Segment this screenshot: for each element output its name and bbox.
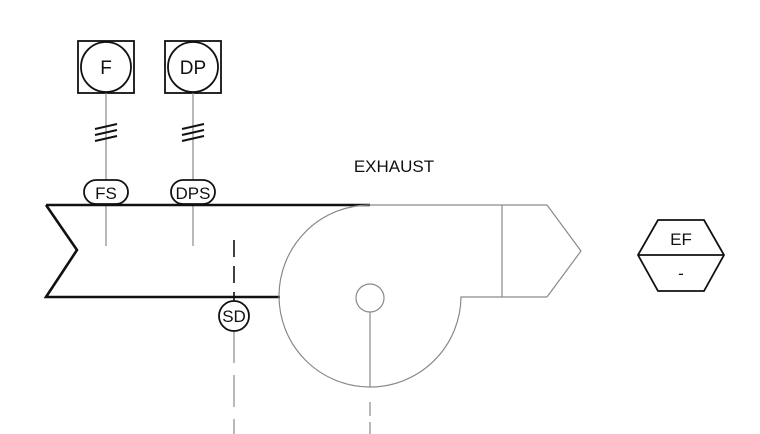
- smoke-damper[interactable]: SD: [218, 300, 250, 332]
- damper-position-switch-bubble: [170, 179, 216, 205]
- exhaust-title: EXHAUST: [354, 157, 434, 176]
- fan-status-panel-label: F: [100, 58, 112, 79]
- fan-switch[interactable]: FS: [83, 179, 129, 205]
- fan-status-panel-circle: [80, 41, 132, 93]
- fan-wiring-hash-icon: [94, 123, 118, 142]
- equipment-tag-name: EF: [670, 230, 692, 249]
- damper-wiring-hash-icon: [181, 123, 205, 142]
- smoke-damper-label: SD: [222, 307, 246, 326]
- discharge-arrow-icon: [546, 204, 582, 298]
- fan-status-panel[interactable]: F: [77, 40, 135, 94]
- duct-inlet-and-bottom-wall: [43, 204, 280, 299]
- fan-housing-scroll: [278, 204, 502, 388]
- fan-switch-label: FS: [95, 184, 117, 203]
- damper-position-panel-label: DP: [180, 58, 206, 79]
- fan-equipment-tag[interactable]: EF -: [636, 219, 726, 292]
- smoke-damper-bubble: [218, 300, 250, 332]
- damper-position-panel[interactable]: DP: [164, 40, 222, 94]
- fan-hub: [355, 283, 385, 313]
- fan-switch-bubble: [83, 179, 129, 205]
- damper-position-switch-label: DPS: [176, 184, 211, 203]
- damper-position-panel-circle: [167, 41, 219, 93]
- equipment-tag-number: -: [678, 264, 684, 283]
- damper-position-switch[interactable]: DPS: [170, 179, 216, 205]
